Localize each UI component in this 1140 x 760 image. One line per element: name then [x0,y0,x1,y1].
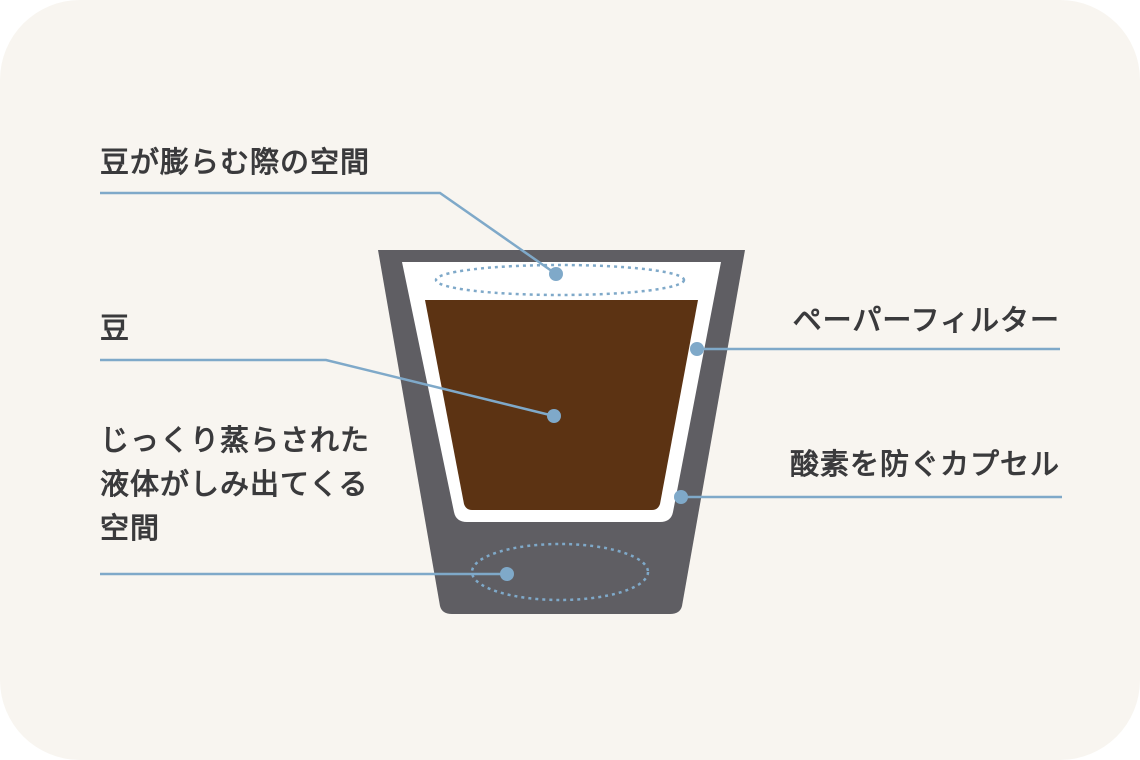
leader-dots [500,267,704,581]
leader-line-space-top [100,191,557,276]
label-liquid-space-line-1: じっくり蒸らされた [100,423,371,457]
leader-dot-capsule [674,490,688,504]
leader-line-beans [100,358,555,418]
leader-dot-liquid [500,567,514,581]
liquid-space-marker [470,542,650,602]
leader-dot-filter [690,342,704,356]
label-beans: 豆 [100,306,130,350]
leader-lines [100,191,1062,576]
label-liquid-space: じっくり蒸らされた 液体がしみ出てくる 空間 [100,418,370,550]
label-liquid-space-line-2: 液体がしみ出てくる [100,467,369,501]
expansion-space-marker [434,263,686,297]
label-capsule-text: 酸素を防ぐカプセル [789,447,1060,481]
label-expansion-space-text: 豆が膨らむ際の空間 [100,145,371,179]
label-expansion-space: 豆が膨らむ際の空間 [100,140,370,184]
coffee-grounds [425,300,698,510]
label-paper-filter: ペーパーフィルター [793,298,1060,342]
label-beans-text: 豆 [100,311,131,345]
leader-dot-space-top [549,267,563,281]
leader-dot-beans [547,409,561,423]
label-capsule: 酸素を防ぐカプセル [790,442,1060,486]
label-liquid-space-line-3: 空間 [100,511,161,545]
label-paper-filter-text: ペーパーフィルター [792,303,1060,337]
